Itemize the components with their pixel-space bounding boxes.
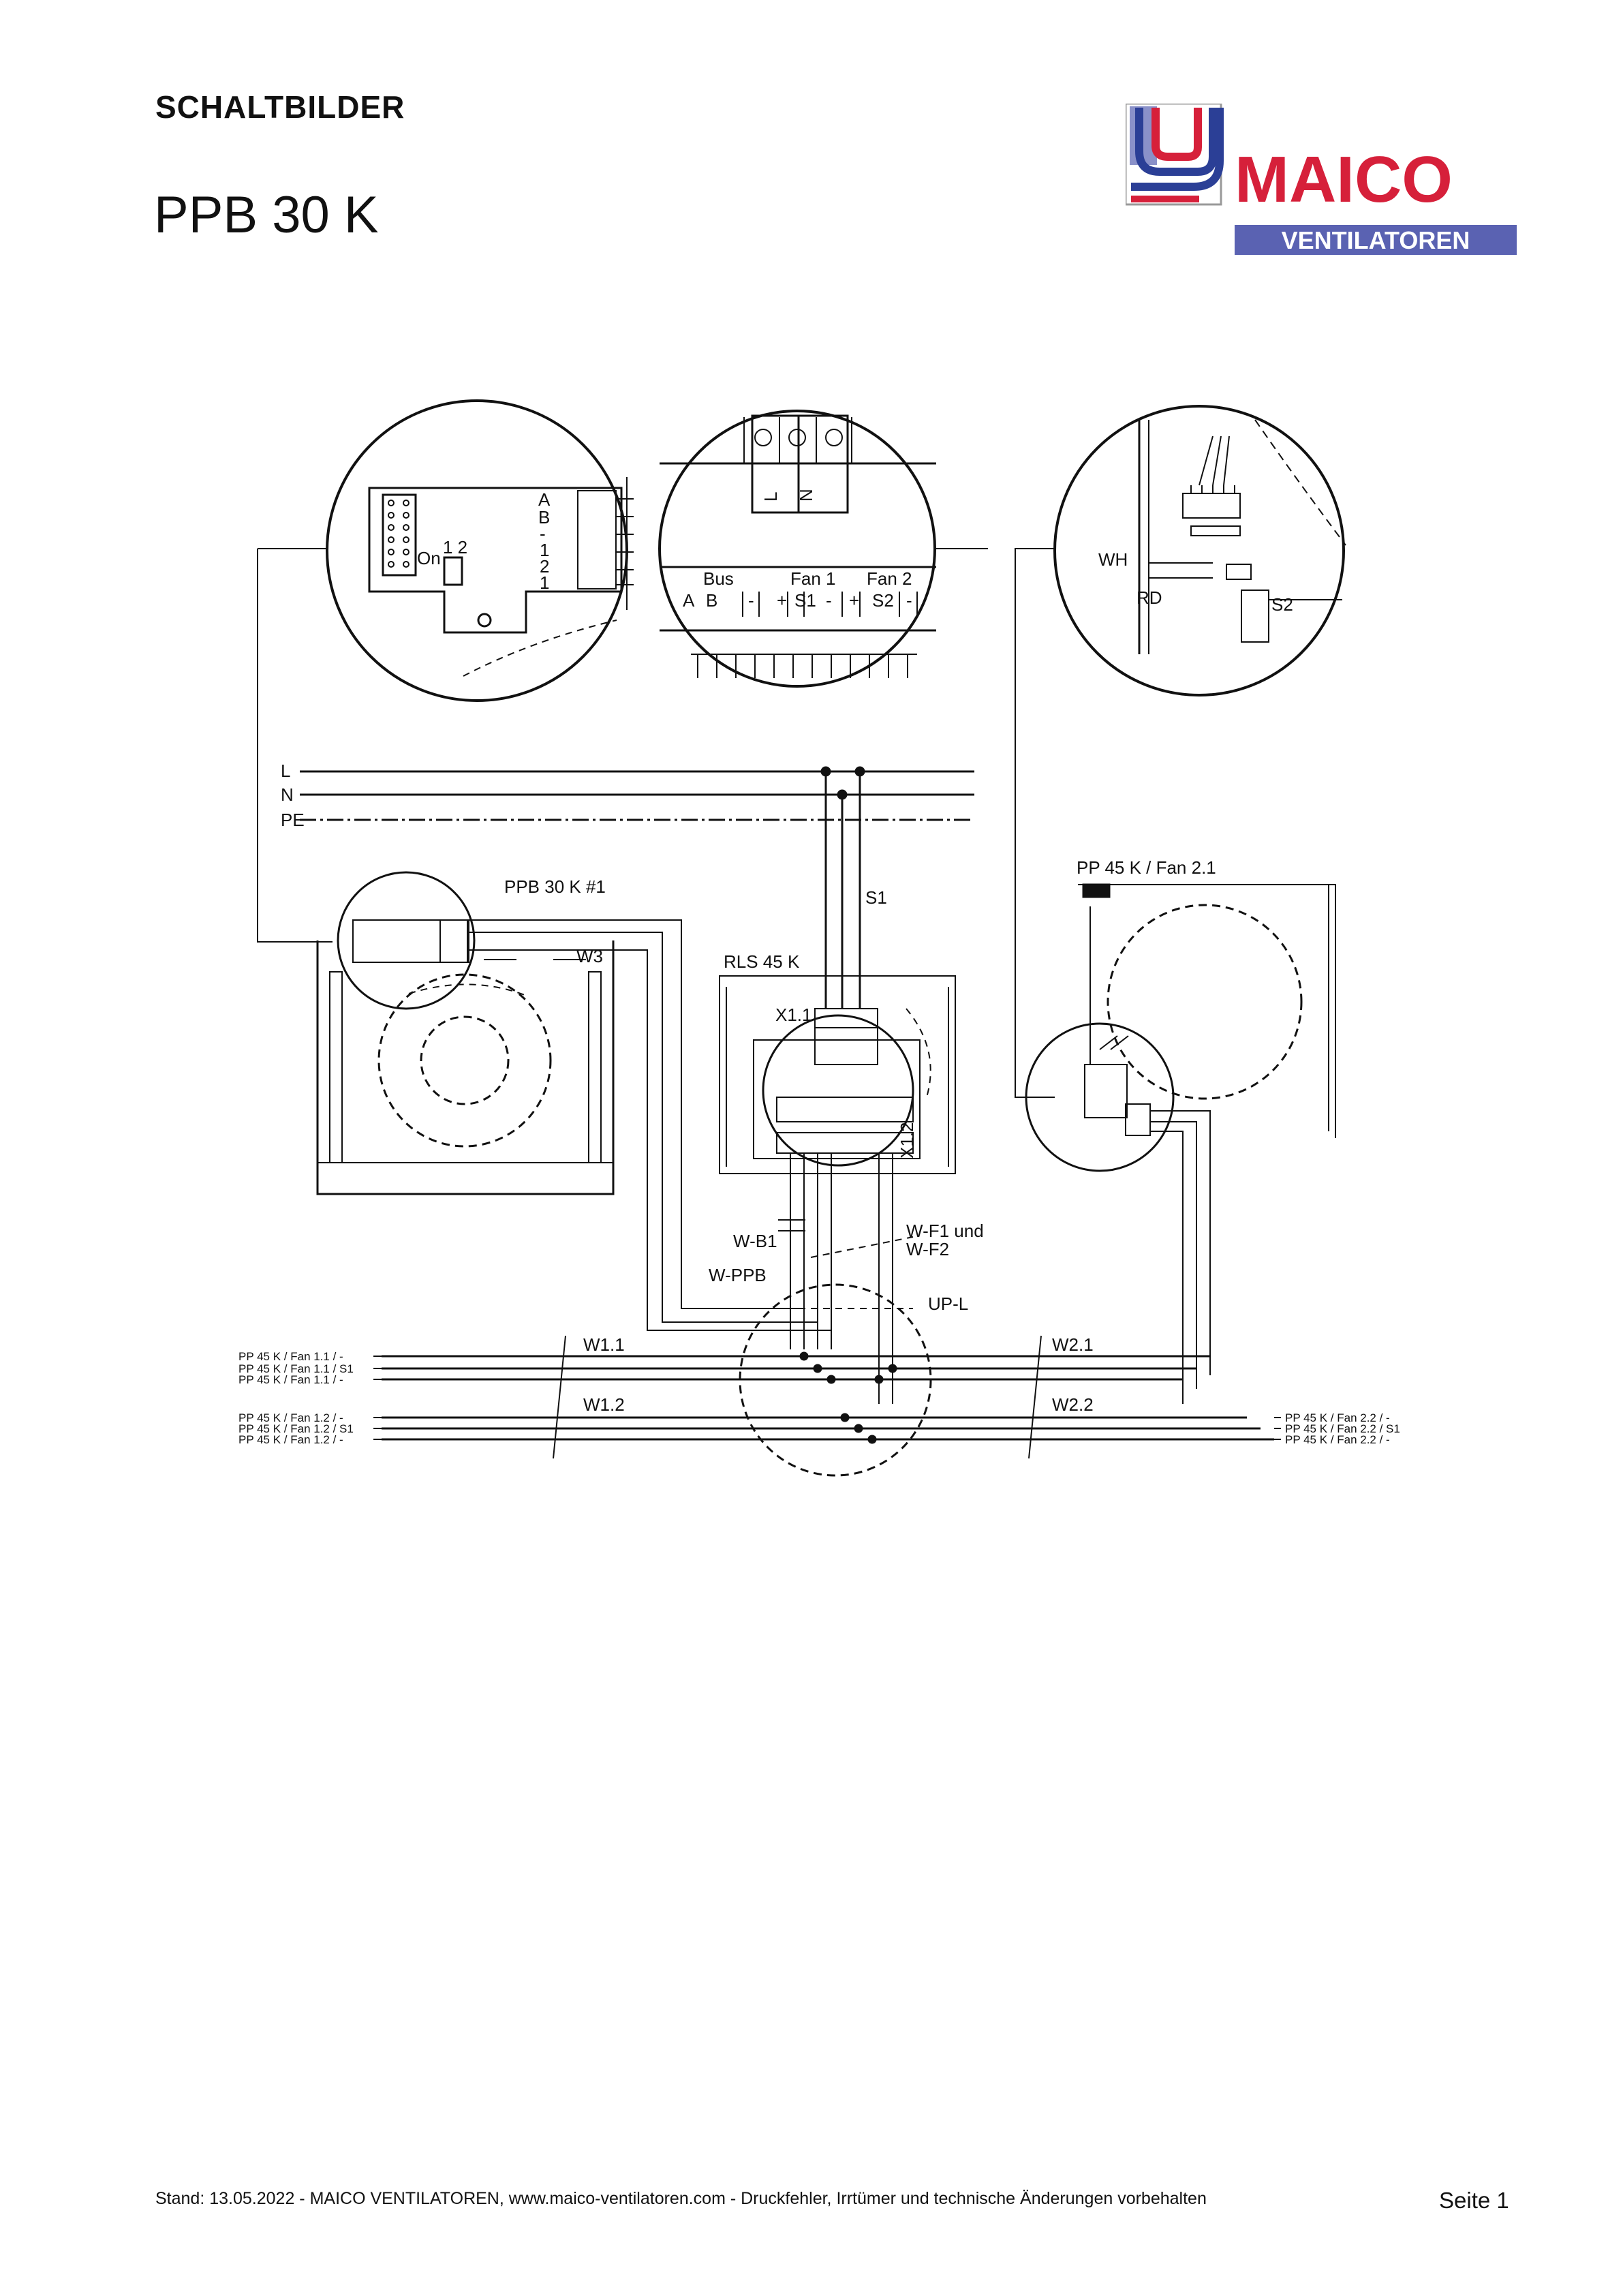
d3-wh: WH — [1098, 549, 1128, 570]
fan21-label: PP 45 K / Fan 2.1 — [1077, 857, 1216, 878]
w3-label: W3 — [576, 946, 603, 966]
footer-note: Stand: 13.05.2022 - MAICO VENTILATOREN, … — [155, 2189, 1207, 2208]
left-label-3: PP 45 K / Fan 1.1 / - — [238, 1373, 343, 1386]
left-label-2: PP 45 K / Fan 1.1 / S1 — [238, 1362, 354, 1375]
wb1-label: W-B1 — [733, 1231, 777, 1251]
right-label-1: PP 45 K / Fan 2.2 / - — [1285, 1411, 1390, 1424]
w11-label: W1.1 — [583, 1334, 625, 1355]
d2-minus-2: - — [826, 590, 832, 611]
x12-label: X1.2 — [897, 1122, 917, 1159]
s1-label: S1 — [865, 887, 887, 908]
d2-plus-1: + — [777, 590, 787, 611]
d2-b: B — [706, 590, 717, 611]
d2-plus-2: + — [849, 590, 859, 611]
d2-fan1: Fan 1 — [790, 568, 836, 589]
d1-two: 2 — [540, 556, 549, 577]
bus-lines — [373, 1335, 1281, 1459]
left-label-1: PP 45 K / Fan 1.1 / - — [238, 1350, 343, 1363]
w12-label: W1.2 — [583, 1394, 625, 1415]
ppb-unit — [316, 871, 831, 1331]
ppb-label: PPB 30 K #1 — [504, 876, 606, 897]
w22-label: W2.2 — [1052, 1394, 1094, 1415]
line-pe-label: PE — [281, 810, 305, 830]
dip-block-dots — [388, 500, 409, 568]
detail-circle-ppb — [326, 399, 634, 702]
wf2-label: W-F2 — [906, 1239, 949, 1259]
rls-unit — [719, 975, 956, 1404]
d1-b: B — [538, 507, 550, 527]
d1-on: On — [417, 548, 441, 568]
x11-label: X1.1 — [775, 1005, 812, 1025]
d1-one-b: 1 — [540, 572, 549, 593]
d1-one: 1 — [540, 540, 549, 560]
d1-minus: - — [540, 523, 546, 544]
d2-minus-3: - — [906, 590, 912, 611]
line-n-label: N — [281, 784, 294, 805]
right-label-3: PP 45 K / Fan 2.2 / - — [1285, 1433, 1390, 1446]
fan-21-unit — [1025, 883, 1336, 1404]
line-l-label: L — [281, 761, 290, 781]
page-number: Seite 1 — [1439, 2188, 1509, 2213]
d2-minus-1: - — [748, 590, 754, 611]
logo-band — [1235, 225, 1517, 255]
right-label-2: PP 45 K / Fan 2.2 / S1 — [1285, 1422, 1400, 1435]
detail-circle-fan — [1053, 405, 1346, 697]
d3-rd: RD — [1137, 587, 1162, 608]
d1-dip: 1 2 — [443, 537, 467, 557]
rls-label: RLS 45 K — [724, 951, 800, 972]
d2-l: L — [760, 492, 781, 502]
w21-label: W2.1 — [1052, 1334, 1094, 1355]
left-label-6: PP 45 K / Fan 1.2 / - — [238, 1433, 343, 1446]
detail-circle-control — [658, 410, 936, 688]
d2-fan2: Fan 2 — [867, 568, 912, 589]
left-label-4: PP 45 K / Fan 1.2 / - — [238, 1411, 343, 1424]
upl-label: UP-L — [928, 1294, 968, 1314]
logo-brand-text: MAICO — [1235, 143, 1453, 216]
section-heading: SCHALTBILDER — [155, 89, 405, 125]
wppb-label: W-PPB — [709, 1265, 767, 1285]
d3-s2: S2 — [1271, 594, 1293, 615]
wf1-label: W-F1 und — [906, 1221, 984, 1241]
d2-n: N — [796, 489, 816, 502]
document-title: PPB 30 K — [154, 186, 379, 244]
logo-sub-text: VENTILATOREN — [1282, 226, 1470, 254]
d2-s1: S1 — [794, 590, 816, 611]
d2-bus: Bus — [703, 568, 734, 589]
d1-a: A — [538, 489, 551, 510]
left-label-5: PP 45 K / Fan 1.2 / S1 — [238, 1422, 354, 1435]
maico-logo: MAICO VENTILATOREN — [1126, 104, 1517, 255]
d2-a: A — [683, 590, 695, 611]
d2-s2: S2 — [872, 590, 894, 611]
